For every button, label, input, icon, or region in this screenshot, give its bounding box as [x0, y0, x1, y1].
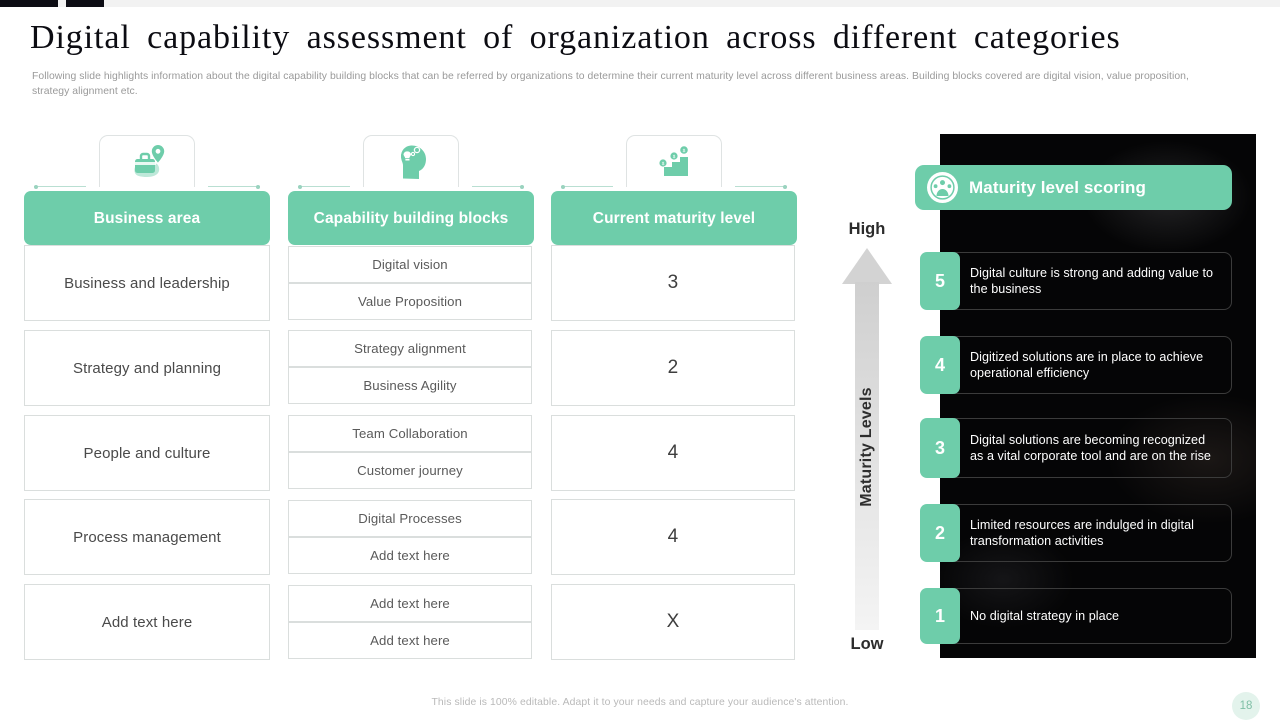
level-description: Digital solutions are becoming recognize… [954, 418, 1232, 478]
table-row: Team Collaboration [288, 415, 532, 452]
tab-wing-left [34, 184, 86, 190]
top-accent-bar [0, 0, 1280, 7]
page-number: 18 [1232, 692, 1260, 720]
table-row: People and culture [24, 415, 270, 491]
level-description: Digital culture is strong and adding val… [954, 252, 1232, 310]
page-title: Digital capability assessment of organiz… [30, 19, 1121, 56]
tab-wing-left [561, 184, 613, 190]
table-row: Business and leadership [24, 245, 270, 321]
svg-text:$: $ [673, 154, 676, 159]
table-row: Strategy and planning [24, 330, 270, 406]
svg-text:$: $ [662, 161, 665, 166]
table-row: Add text here [24, 584, 270, 660]
maturity-level-item-1: 1 No digital strategy in place [920, 588, 1232, 644]
level-number-badge: 4 [920, 336, 960, 394]
column-header-label-1: Business area [24, 191, 270, 245]
svg-text:$: $ [683, 148, 686, 154]
top-accent-block-2 [66, 0, 104, 7]
level-number-badge: 2 [920, 504, 960, 562]
maturity-arrow: Maturity Levels [842, 248, 892, 630]
level-number-badge: 5 [920, 252, 960, 310]
maturity-scoring-panel [940, 134, 1256, 658]
maturity-level-item-3: 3 Digital solutions are becoming recogni… [920, 418, 1232, 478]
column-header-business-area: Business area [24, 135, 270, 245]
level-number-badge: 1 [920, 588, 960, 644]
table-row: 4 [551, 499, 795, 575]
footer-note: This slide is 100% editable. Adapt it to… [431, 697, 849, 708]
tab-wing-right [472, 184, 524, 190]
table-row: 4 [551, 415, 795, 491]
table-row: Add text here [288, 537, 532, 574]
briefcase-location-icon [125, 141, 169, 183]
axis-high-label: High [848, 220, 886, 238]
table-row: Business Agility [288, 367, 532, 404]
table-row: Strategy alignment [288, 330, 532, 367]
table-row: Digital vision [288, 246, 532, 283]
table-row: Add text here [288, 585, 532, 622]
maturity-level-item-5: 5 Digital culture is strong and adding v… [920, 252, 1232, 310]
level-description: Limited resources are indulged in digita… [954, 504, 1232, 562]
people-globe-icon [927, 172, 958, 203]
level-description: Digitized solutions are in place to achi… [954, 336, 1232, 394]
arrow-shaft [855, 282, 879, 630]
top-accent-block-1 [0, 0, 58, 7]
tab-wing-left [298, 184, 350, 190]
table-row: 2 [551, 330, 795, 406]
table-row: 3 [551, 245, 795, 321]
table-row: Customer journey [288, 452, 532, 489]
table-row: X [551, 584, 795, 660]
maturity-level-item-2: 2 Limited resources are indulged in digi… [920, 504, 1232, 562]
axis-low-label: Low [850, 635, 884, 653]
table-row: Process management [24, 499, 270, 575]
scoring-panel-title: Maturity level scoring [969, 177, 1146, 197]
column-header-label-3: Current maturity level [551, 191, 797, 245]
tab-wing-right [735, 184, 787, 190]
column-header-capability-blocks: Capability building blocks [288, 135, 534, 245]
arrow-head [842, 248, 892, 284]
scoring-panel-title-bar: Maturity level scoring [915, 165, 1232, 210]
head-lightbulb-icon [389, 141, 433, 183]
page-subtitle: Following slide highlights information a… [32, 71, 1189, 97]
table-row: Add text here [288, 622, 532, 659]
axis-vertical-label: Maturity Levels [858, 386, 875, 507]
tab-wing-right [208, 184, 260, 190]
table-row: Digital Processes [288, 500, 532, 537]
level-number-badge: 3 [920, 418, 960, 478]
column-header-label-2: Capability building blocks [288, 191, 534, 245]
level-description: No digital strategy in place [954, 588, 1232, 644]
tab-notch [626, 135, 722, 187]
column-header-current-maturity: $ $ $ Current maturity level [551, 135, 797, 245]
table-row: Value Proposition [288, 283, 532, 320]
maturity-level-item-4: 4 Digitized solutions are in place to ac… [920, 336, 1232, 394]
growth-steps-coins-icon: $ $ $ [652, 141, 696, 183]
